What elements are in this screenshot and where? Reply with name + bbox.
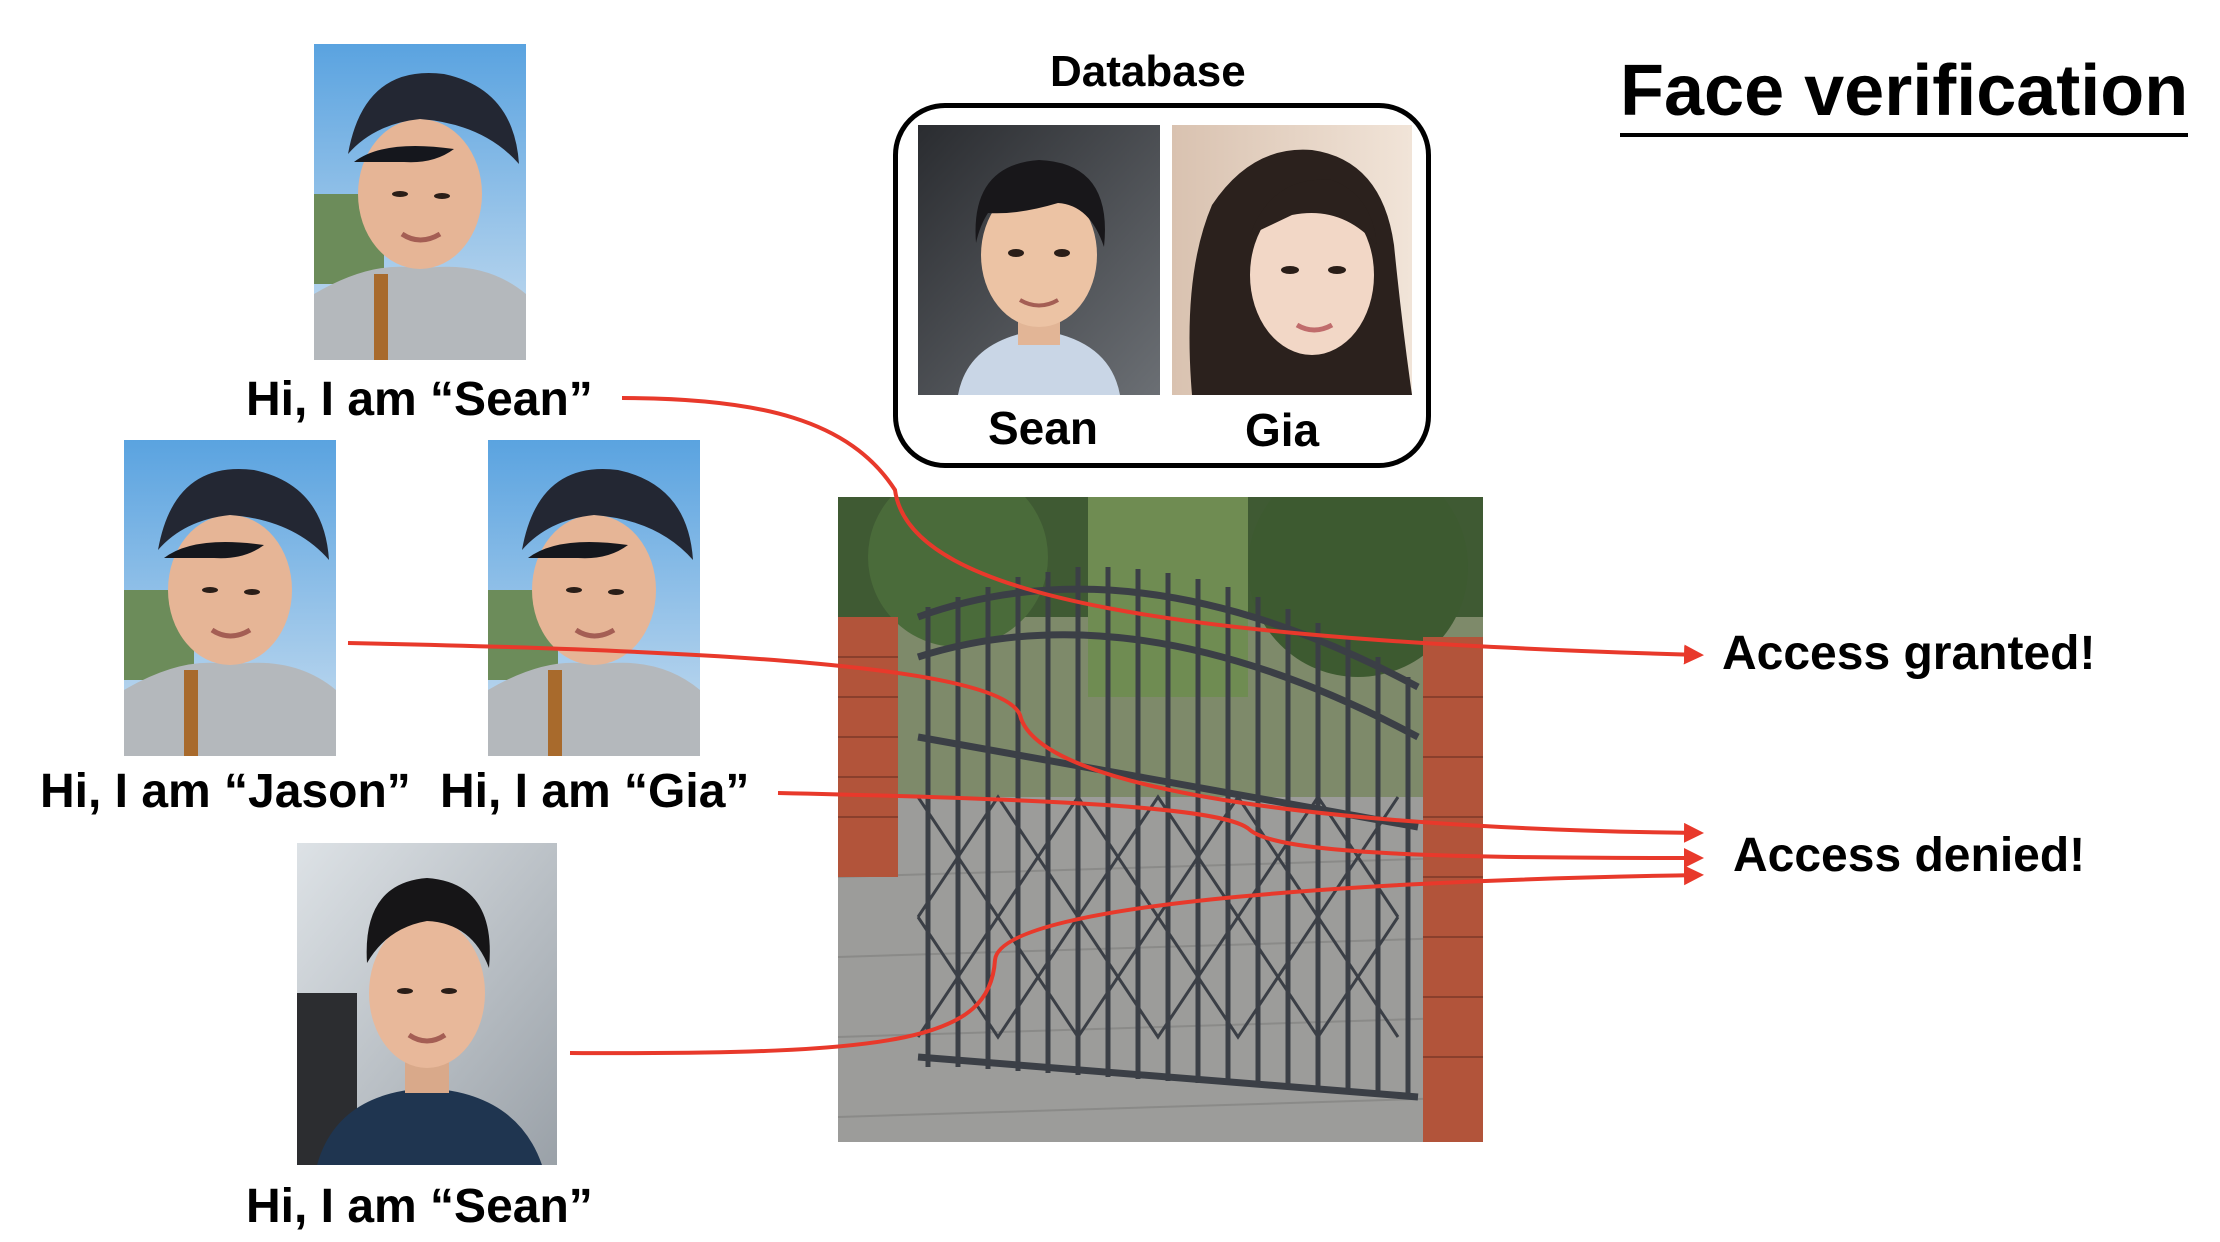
claim-label-jason: Hi, I am “Jason” xyxy=(40,765,411,818)
database-photo-sean xyxy=(918,125,1160,395)
claim-photo-car-selfie xyxy=(297,843,557,1165)
database-name-sean: Sean xyxy=(988,402,1098,454)
claim-label-sean-impostor: Hi, I am “Sean” xyxy=(246,1180,593,1233)
database-photo-gia xyxy=(1172,125,1412,395)
database-heading: Database xyxy=(1050,47,1246,96)
outcome-denied-label: Access denied! xyxy=(1733,829,2086,882)
page-title: Face verification xyxy=(1620,55,2189,137)
claim-photo-gia xyxy=(488,440,700,756)
gate-photo xyxy=(838,497,1483,1142)
claim-photo-sean xyxy=(314,44,526,360)
database-name-gia: Gia xyxy=(1245,404,1320,456)
claim-photo-jason xyxy=(124,440,336,756)
claim-label-gia: Hi, I am “Gia” xyxy=(440,765,750,818)
claim-label-sean: Hi, I am “Sean” xyxy=(246,373,593,426)
outcome-granted-label: Access granted! xyxy=(1722,627,2096,680)
